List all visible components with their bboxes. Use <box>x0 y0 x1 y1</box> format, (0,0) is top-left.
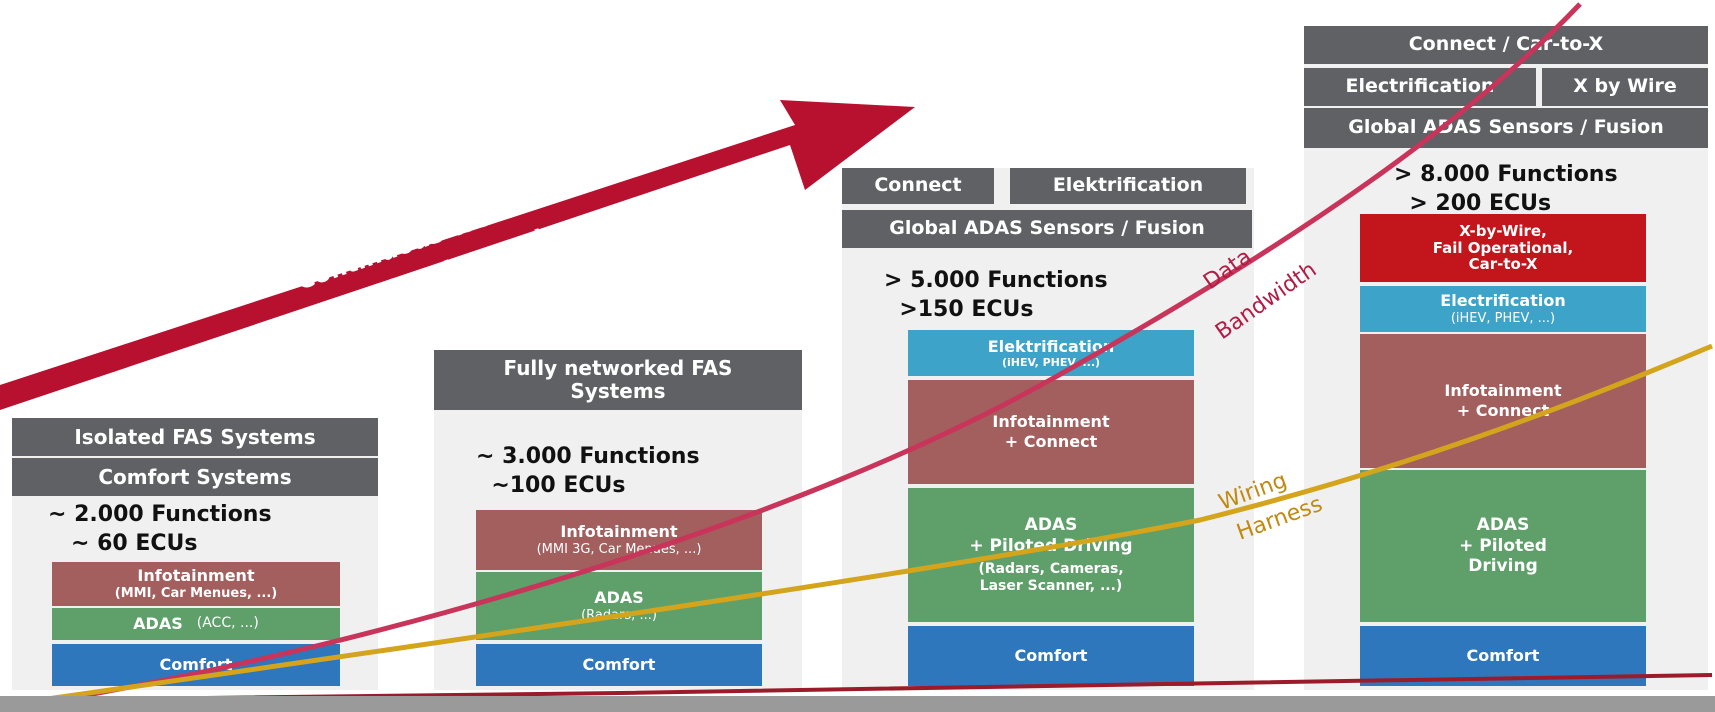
stage2-infotainment-title: Infotainment <box>560 522 678 542</box>
stage1-adas-title: ADAS <box>133 614 183 634</box>
stage1-infotainment-block: Infotainment (MMI, Car Menues, ...) <box>52 562 340 606</box>
stage1-stats: ~ 2.000 Functions ~ 60 ECUs <box>48 502 272 557</box>
stage4-infotainment-block: Infotainment + Connect <box>1360 334 1646 468</box>
stage1-infotainment-title: Infotainment <box>137 566 255 586</box>
stage3-header-elektrification: Elektrification <box>1010 168 1246 204</box>
stage4-electrification-title: Electrification <box>1440 291 1566 311</box>
stage1-adas-sub: (ACC, ...) <box>196 615 259 632</box>
stage4-xbywire-block: X-by-Wire, Fail Operational, Car-to-X <box>1360 214 1646 282</box>
stage4-header-global-adas: Global ADAS Sensors / Fusion <box>1304 108 1708 148</box>
stage3-elektrification-title: Elektrification <box>987 336 1115 356</box>
stage3-adas-sub: (Radars, Cameras, Laser Scanner, ...) <box>978 560 1124 594</box>
stage3-header-global-adas: Global ADAS Sensors / Fusion <box>842 210 1252 248</box>
stage4-header-electrification: Electrification <box>1304 68 1536 106</box>
stage3-header-connect: Connect <box>842 168 994 204</box>
stage2-adas-sub: (Radars, ...) <box>581 607 657 623</box>
stage3-infotainment-title: Infotainment + Connect <box>992 412 1110 451</box>
stage2-infotainment-block: Infotainment (MMI 3G, Car Menues, ...) <box>476 510 762 570</box>
stage2-comfort-block: Comfort <box>476 644 762 686</box>
stage1-adas-block: ADAS (ACC, ...) <box>52 608 340 640</box>
stage2-stats: ~ 3.000 Functions ~100 ECUs <box>476 444 700 499</box>
stage3-stats: > 5.000 Functions >150 ECUs <box>884 268 1108 323</box>
stage4-electrification-block: Electrification (iHEV, PHEV, ...) <box>1360 286 1646 332</box>
stage2-adas-title: ADAS <box>594 588 644 608</box>
stage4-header-connect-car2x: Connect / Car-to-X <box>1304 26 1708 64</box>
stage1-header-comfort-systems: Comfort Systems <box>12 458 378 496</box>
stage4-adas-title: ADAS + Piloted Driving <box>1459 514 1547 577</box>
stage3-adas-block: ADAS + Piloted Driving (Radars, Cameras,… <box>908 488 1194 622</box>
stage4-adas-block: ADAS + Piloted Driving <box>1360 470 1646 622</box>
stage3-elektrification-sub: (iHEV, PHEV, ...) <box>1001 356 1101 370</box>
stage2-header-text: Fully networked FAS Systems <box>503 356 733 403</box>
stage4-electrification-sub: (iHEV, PHEV, ...) <box>1450 310 1556 326</box>
stage3-comfort-block: Comfort <box>908 626 1194 686</box>
stage2-infotainment-sub: (MMI 3G, Car Menues, ...) <box>536 541 702 557</box>
stage2-header-networked: Fully networked FAS Systems <box>434 350 802 410</box>
stage1-infotainment-sub: (MMI, Car Menues, ...) <box>114 585 278 601</box>
stage4-infotainment-title: Infotainment + Connect <box>1444 381 1562 420</box>
stage3-infotainment-block: Infotainment + Connect <box>908 380 1194 484</box>
stage2-adas-block: ADAS (Radars, ...) <box>476 572 762 640</box>
stage1-comfort-block: Comfort <box>52 644 340 686</box>
bottom-bar <box>0 696 1715 712</box>
stage4-header-xbywire: X by Wire <box>1542 68 1708 106</box>
stage4-stats: > 8.000 Functions > 200 ECUs <box>1394 162 1618 217</box>
stage3-elektrification-block: Elektrification (iHEV, PHEV, ...) <box>908 330 1194 376</box>
stage4-xbywire-title: X-by-Wire, Fail Operational, Car-to-X <box>1432 222 1574 274</box>
stage1-header-isolated: Isolated FAS Systems <box>12 418 378 456</box>
stage4-comfort-block: Comfort <box>1360 626 1646 686</box>
stage3-adas-title: ADAS + Piloted Driving <box>969 515 1133 556</box>
